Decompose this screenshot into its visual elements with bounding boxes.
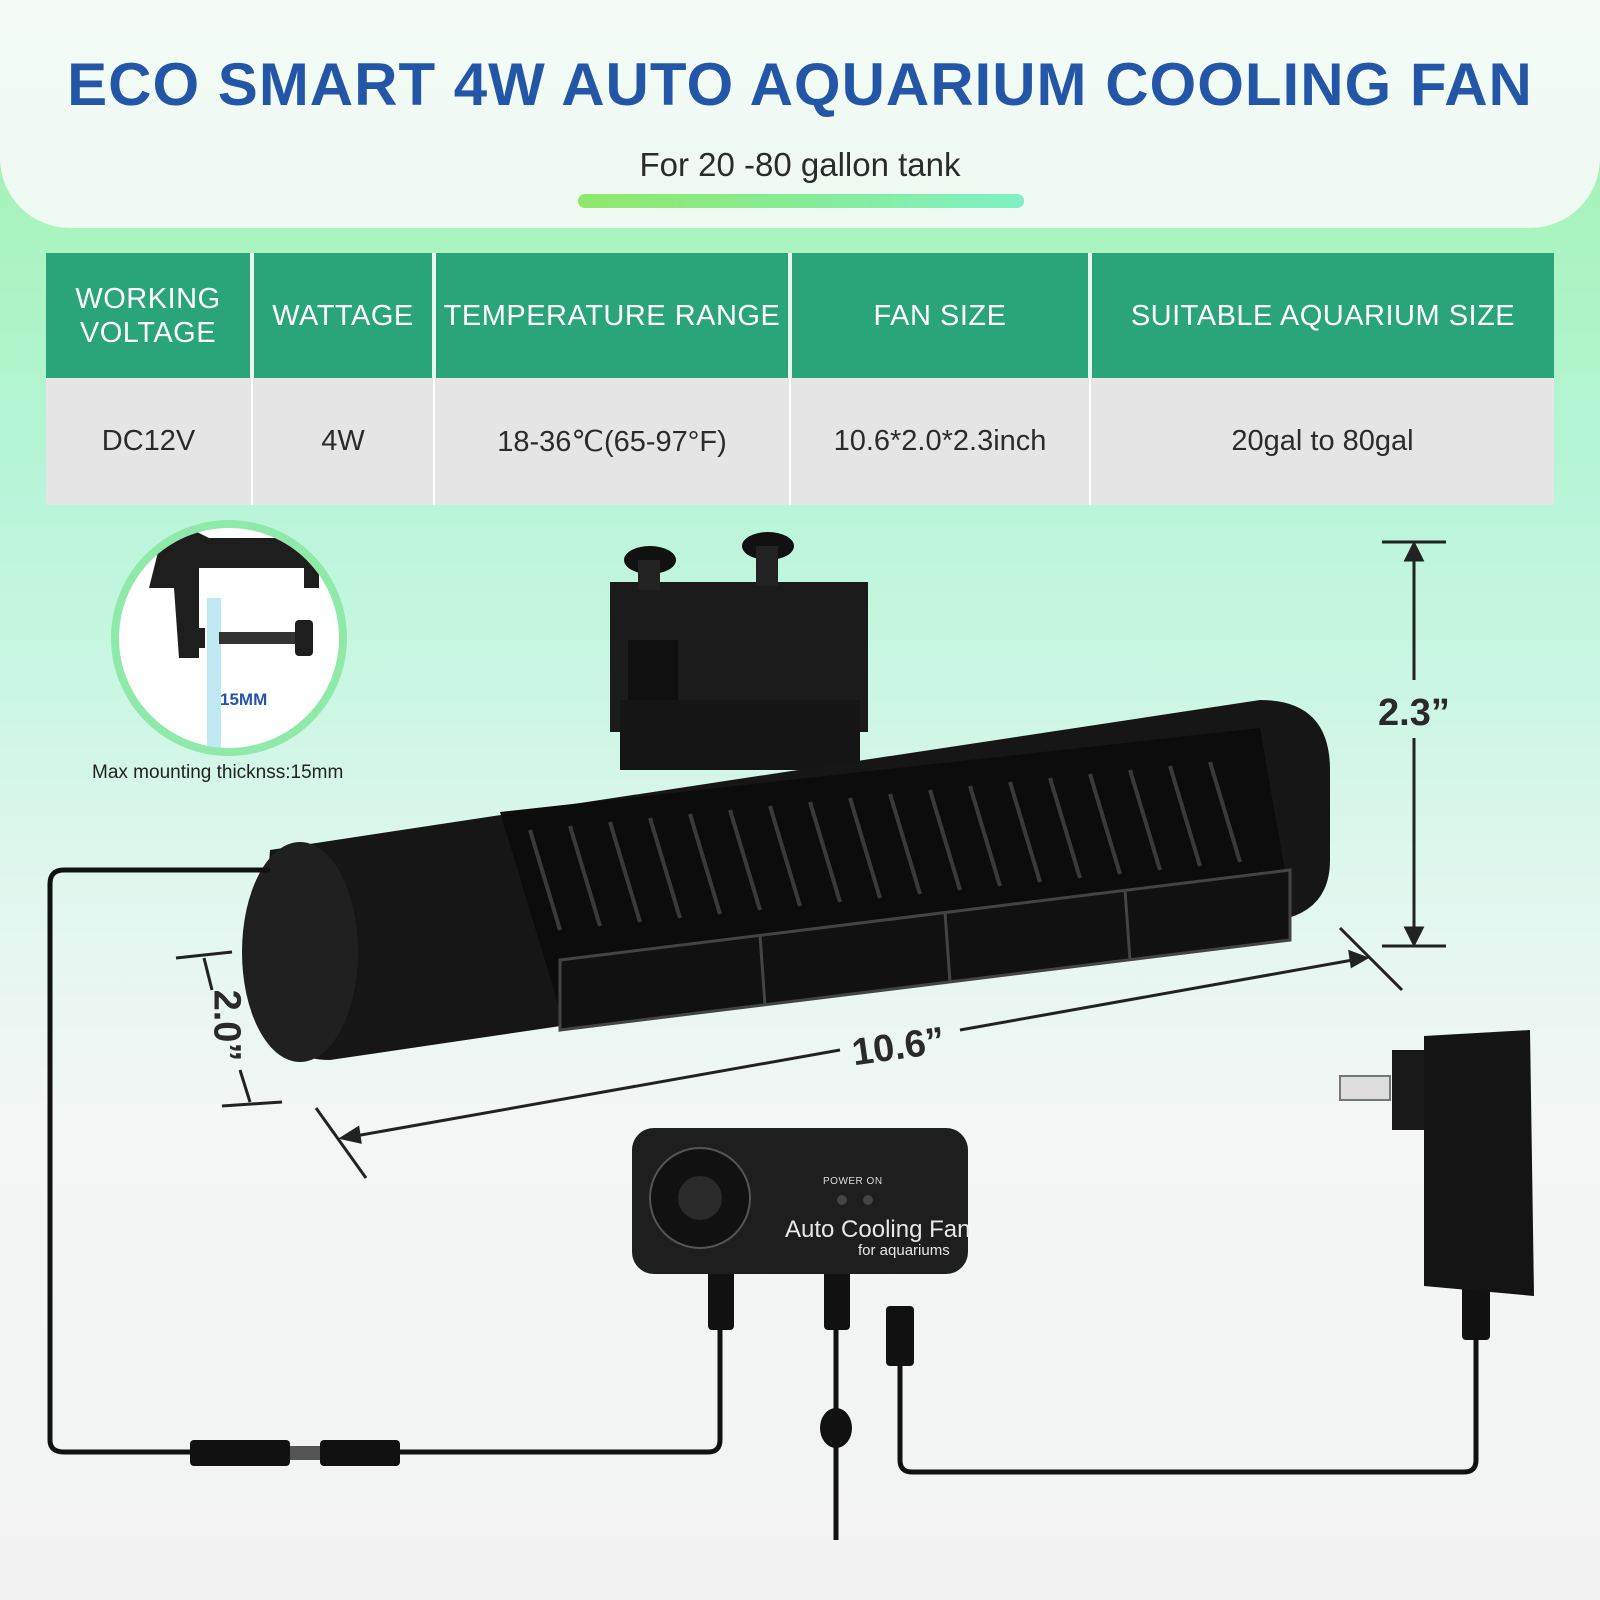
spec-header-fan-size: FAN SIZE: [790, 253, 1092, 378]
spec-value-fan-size: 10.6*2.0*2.3inch: [790, 378, 1091, 505]
spec-header-voltage: WORKING VOLTAGE: [46, 253, 254, 378]
specs-header-row: WORKING VOLTAGE WATTAGE TEMPERATURE RANG…: [46, 253, 1554, 378]
height-dimension-label: 2.3”: [1378, 692, 1450, 734]
power-adapter-icon: [1339, 1030, 1534, 1296]
length-dimension-line: [314, 926, 1404, 1179]
specs-value-row: DC12V 4W 18-36℃(65-97°F) 10.6*2.0*2.3inc…: [46, 378, 1554, 505]
controller-indicator-label: POWER ON: [823, 1176, 883, 1187]
page-title: ECO SMART 4W AUTO AQUARIUM COOLING FAN: [67, 51, 1533, 118]
mounting-inset: [111, 520, 347, 756]
subtitle-underline: [578, 194, 1024, 208]
height-dimension-line: [1382, 540, 1446, 948]
cable-icon: [47, 867, 1479, 1540]
controller-sub-label: for aquariums: [858, 1242, 950, 1259]
depth-dimension-label: 2.0”: [205, 989, 248, 1062]
spec-header-aquarium-size: SUITABLE AQUARIUM SIZE: [1090, 253, 1554, 378]
mounting-thickness-label: 15MM: [220, 690, 268, 709]
controller-name-label: Auto Cooling Fan: [785, 1216, 971, 1243]
fan-clamp: [610, 532, 868, 770]
spec-value-voltage: DC12V: [46, 378, 253, 505]
specs-table: WORKING VOLTAGE WATTAGE TEMPERATURE RANG…: [46, 253, 1554, 505]
controller-icon: [632, 1128, 968, 1274]
depth-dimension-line: [175, 950, 283, 1108]
spec-value-aquarium-size: 20gal to 80gal: [1090, 378, 1554, 505]
spec-header-wattage: WATTAGE: [252, 253, 436, 378]
clamp-icon: [149, 528, 319, 748]
dc-connectors: [190, 1270, 1490, 1466]
mounting-caption: Max mounting thicknss:15mm: [92, 762, 344, 783]
page-subtitle: For 20 -80 gallon tank: [639, 146, 961, 183]
header-banner: [0, 0, 1600, 228]
fan-icon: [242, 700, 1330, 1062]
spec-value-wattage: 4W: [252, 378, 435, 505]
spec-header-temperature: TEMPERATURE RANGE: [434, 253, 792, 378]
spec-value-temperature: 18-36℃(65-97°F): [434, 378, 791, 505]
